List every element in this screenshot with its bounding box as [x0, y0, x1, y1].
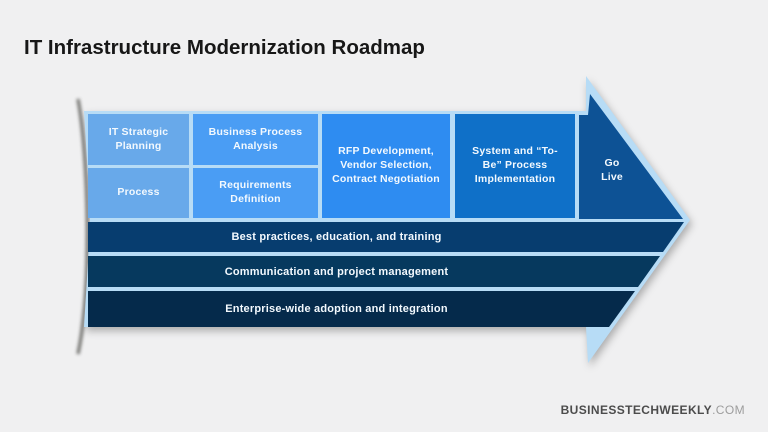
track-label-best-practices: Best practices, education, and training	[231, 231, 442, 243]
page-title: IT Infrastructure Modernization Roadmap	[24, 35, 425, 59]
phase-box-business-process-analysis: Business Process Analysis	[193, 114, 318, 165]
phase-go-live: Go Live	[584, 148, 640, 194]
track-label-enterprise-adoption-wrap: Enterprise-wide adoption and integration	[88, 291, 585, 327]
phase-label-rfp-development: RFP Development, Vendor Selection, Contr…	[332, 145, 440, 185]
phase-box-process: Process	[88, 168, 189, 218]
phase-box-rfp-development: RFP Development, Vendor Selection, Contr…	[322, 114, 450, 218]
phase-box-system-to-be-implementation: System and “To- Be” Process Implementati…	[455, 114, 575, 218]
footer-domain: .COM	[712, 403, 745, 417]
track-label-best-practices-wrap: Best practices, education, and training	[88, 222, 585, 252]
track-label-enterprise-adoption: Enterprise-wide adoption and integration	[225, 303, 448, 315]
phase-label-go-live: Go Live	[601, 157, 623, 183]
phase-label-requirements-definition: Requirements Definition	[219, 179, 292, 205]
phase-box-it-strategic-planning: IT Strategic Planning	[88, 114, 189, 165]
track-label-communication: Communication and project management	[224, 265, 449, 278]
footer-brand: BUSINESSTECHWEEKLY	[560, 403, 713, 417]
phase-label-it-strategic-planning: IT Strategic Planning	[108, 125, 169, 152]
footer-credit: BUSINESSTECHWEEKLY.COM	[561, 403, 745, 417]
phase-label-system-to-be-implementation: System and “To- Be” Process Implementati…	[472, 145, 558, 185]
phase-label-process: Process	[117, 186, 160, 199]
track-label-communication-wrap: Communication and project management	[88, 256, 585, 287]
phase-box-requirements-definition: Requirements Definition	[193, 168, 318, 218]
phase-label-business-process-analysis: Business Process Analysis	[208, 125, 303, 152]
